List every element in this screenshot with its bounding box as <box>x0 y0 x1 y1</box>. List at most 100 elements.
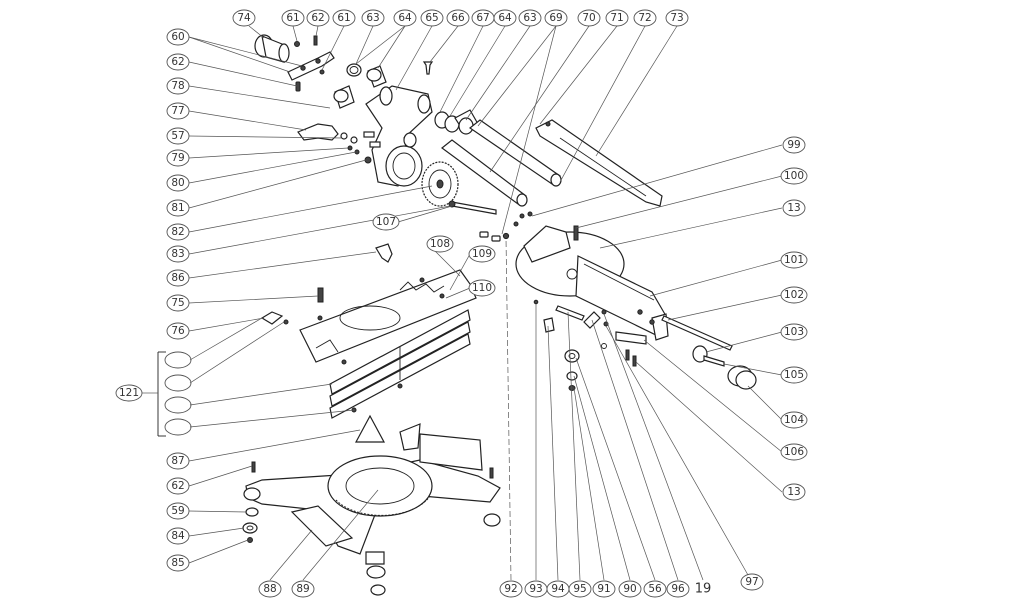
callout-87: 87 <box>166 452 190 470</box>
motor-arm-housing <box>365 85 433 187</box>
callout-label: 89 <box>296 583 309 595</box>
callout-label: 64 <box>498 12 512 24</box>
callout-label: 13 <box>787 486 800 498</box>
callout-95: 95 <box>568 580 592 598</box>
callout-108: 108 <box>426 235 454 253</box>
callout-label: 100 <box>784 170 804 182</box>
lock-lever-part <box>297 123 358 144</box>
callout-121: 121 <box>115 384 143 402</box>
callout-label: 76 <box>171 325 185 337</box>
callout-109: 109 <box>468 245 496 263</box>
callout-106: 106 <box>780 443 808 461</box>
lock-knob-part <box>727 365 757 390</box>
callout-65: 65 <box>420 9 444 27</box>
callout-label: 13 <box>787 202 800 214</box>
callout-label: 95 <box>573 583 586 595</box>
callout-label: 102 <box>784 289 804 301</box>
callout-label: 61 <box>337 12 350 24</box>
callout-96: 96 <box>666 580 690 598</box>
callout-92: 92 <box>499 580 523 598</box>
callout-13: 13 <box>782 199 806 217</box>
callout-80: 80 <box>166 174 190 192</box>
callout-91: 91 <box>592 580 616 598</box>
callout-label: 77 <box>171 105 184 117</box>
callout-label: 72 <box>638 12 651 24</box>
callout-label: 82 <box>171 226 184 238</box>
callout-label: 80 <box>171 177 184 189</box>
callout-60: 60 <box>166 28 190 46</box>
callout-73: 73 <box>665 9 689 27</box>
callout-104: 104 <box>780 411 808 429</box>
slide-rail-lower <box>441 139 528 207</box>
callout-label: 94 <box>551 583 565 595</box>
callout-label: 63 <box>366 12 379 24</box>
callout-label: 109 <box>472 248 492 260</box>
callout-label: 83 <box>171 248 184 260</box>
callout-13b: 13 <box>782 483 806 501</box>
callout-76: 76 <box>166 322 190 340</box>
callout-label: 74 <box>237 12 251 24</box>
guard-arm-part <box>535 119 663 207</box>
callout-84: 84 <box>166 527 190 545</box>
callout-label: 57 <box>171 130 184 142</box>
callout-label: 99 <box>787 139 800 151</box>
callout-label: 93 <box>529 583 542 595</box>
callout-label: 63 <box>523 12 536 24</box>
callout-label: 86 <box>171 272 185 284</box>
callout-83: 83 <box>166 245 190 263</box>
callout-69: 69 <box>544 9 568 27</box>
callout-62c: 62 <box>166 477 190 495</box>
callout-label: 92 <box>504 583 517 595</box>
handle-grip-part <box>254 34 290 63</box>
callout-100: 100 <box>780 167 808 185</box>
callout-label: 75 <box>171 297 184 309</box>
callout-85: 85 <box>166 554 190 572</box>
callout-label: 71 <box>610 12 623 24</box>
callout-label: 69 <box>549 12 562 24</box>
callout-label: 97 <box>745 576 758 588</box>
callout-107: 107 <box>372 213 400 231</box>
callout-89: 89 <box>291 580 315 598</box>
callout-63b: 63 <box>518 9 542 27</box>
parts-artwork <box>157 34 757 596</box>
callout-62b: 62 <box>166 53 190 71</box>
drive-gear-part <box>421 161 459 207</box>
callout-101: 101 <box>780 251 808 269</box>
bushing-part <box>366 65 387 88</box>
callout-label: 108 <box>430 238 450 250</box>
switch-plate-part <box>287 51 335 92</box>
callout-99: 99 <box>782 136 806 154</box>
callout-label: 105 <box>784 369 804 381</box>
callout-102: 102 <box>780 286 808 304</box>
callout-93: 93 <box>524 580 548 598</box>
callout-label: 101 <box>784 254 804 266</box>
callout-64b: 64 <box>493 9 517 27</box>
bushing-part <box>333 85 355 109</box>
callout-label: 107 <box>376 216 396 228</box>
callout-label: 81 <box>171 202 184 214</box>
callout-82: 82 <box>166 223 190 241</box>
callout-label: 65 <box>425 12 438 24</box>
callout-70: 70 <box>577 9 601 27</box>
turntable-arm-part <box>515 225 669 341</box>
callout-label: 19 <box>695 582 712 597</box>
callout-label: 110 <box>472 282 492 294</box>
callout-79: 79 <box>166 149 190 167</box>
callout-label: 73 <box>670 12 683 24</box>
callout-74: 74 <box>232 9 256 27</box>
callout-64: 64 <box>393 9 417 27</box>
callout-90: 90 <box>618 580 642 598</box>
callout-label: 67 <box>476 12 489 24</box>
callout-label: 91 <box>597 583 610 595</box>
callout-103: 103 <box>780 323 808 341</box>
callout-label: 106 <box>784 446 804 458</box>
callout-label: 90 <box>623 583 636 595</box>
callout-label: 61 <box>286 12 299 24</box>
callout-label: 62 <box>311 12 324 24</box>
group-121-bracket <box>157 351 192 437</box>
callout-57: 57 <box>166 127 190 145</box>
slide-rail-upper <box>468 119 562 187</box>
callout-110: 110 <box>468 279 496 297</box>
callout-label: 62 <box>171 56 184 68</box>
